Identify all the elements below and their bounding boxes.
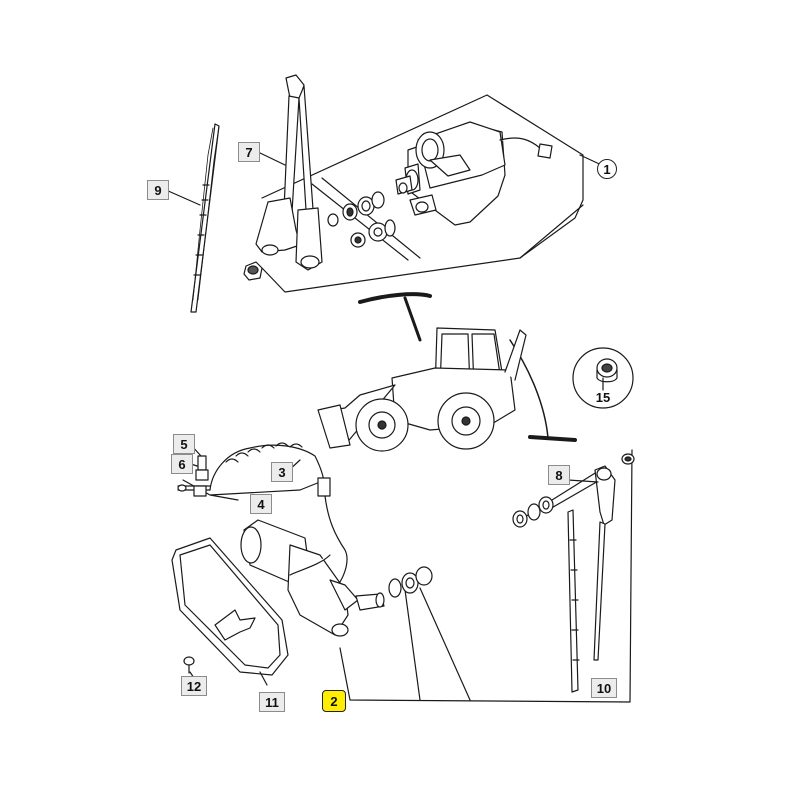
cover-screw (183, 656, 195, 674)
front-leader-lines (311, 177, 584, 261)
callout-5[interactable]: 5 (173, 434, 195, 454)
callout-10[interactable]: 10 (591, 678, 617, 698)
rear-washers (388, 566, 433, 598)
motor-cover (171, 537, 289, 676)
callout-pointer-lines (165, 151, 609, 686)
coiled-cable (209, 442, 348, 586)
callout-9[interactable]: 9 (147, 180, 169, 200)
callout-6[interactable]: 6 (171, 454, 193, 474)
callout-7[interactable]: 7 (238, 142, 260, 162)
callout-12[interactable]: 12 (181, 676, 207, 696)
harness-connector (177, 455, 211, 497)
callout-15[interactable]: 15 (595, 389, 611, 405)
callout-11[interactable]: 11 (259, 692, 285, 712)
front-wiper-assembly (190, 74, 584, 313)
backhoe-loader-illustration (317, 292, 577, 452)
front-washers (327, 191, 396, 248)
callout-1[interactable]: 1 (597, 159, 617, 179)
front-wiper-blade (190, 123, 220, 313)
front-wiper-motor (395, 121, 553, 226)
front-cap-nut (243, 261, 263, 281)
rear-wiper-motor (240, 519, 385, 637)
front-wiper-arm (255, 74, 323, 271)
rear-arm-washers (512, 496, 554, 528)
rear-wiper-blade (567, 509, 580, 693)
callout-4[interactable]: 4 (250, 494, 272, 514)
callout-8[interactable]: 8 (548, 465, 570, 485)
rear-wiper-arm (593, 453, 635, 661)
callout-3[interactable]: 3 (271, 462, 293, 482)
rear-leader-lines (182, 449, 633, 703)
rear-wiper-assembly (165, 151, 635, 703)
callout-2-selected[interactable]: 2 (322, 690, 346, 712)
